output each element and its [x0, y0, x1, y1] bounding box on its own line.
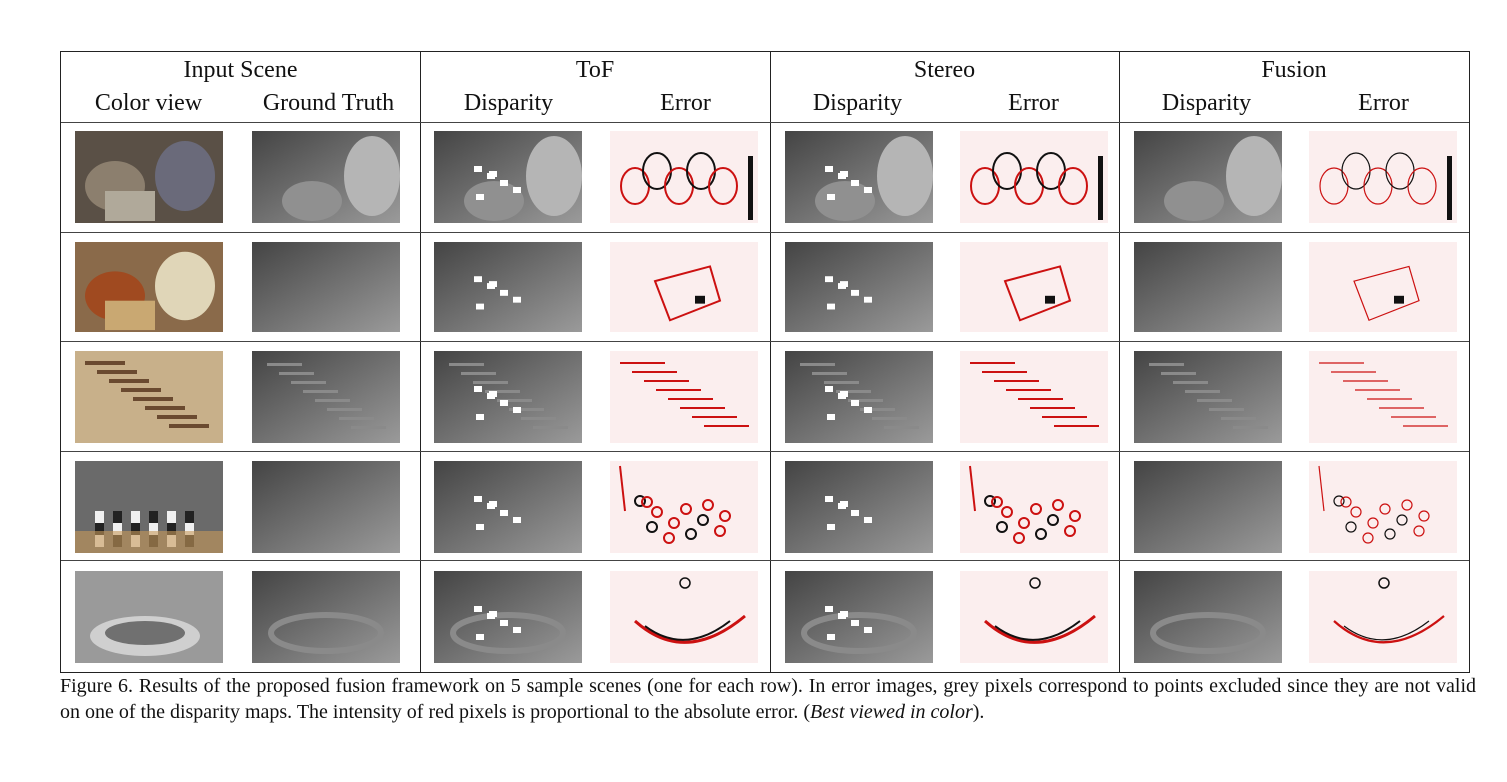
scene-5-disparity-image — [434, 571, 582, 663]
subtitle-fusion-error: Error — [1358, 90, 1409, 116]
scene-2-error-image — [1309, 242, 1457, 332]
row-divider — [61, 451, 1469, 452]
scene-4-color-view-image — [75, 461, 223, 553]
scene-2-disparity-image — [434, 242, 582, 332]
row-divider — [61, 341, 1469, 342]
caption-text: Results of the proposed fusion framework… — [60, 675, 1477, 723]
scene-4-error-image — [1309, 461, 1457, 553]
subtitle-color-view: Color view — [94, 90, 203, 116]
group-title-tof: ToF — [575, 57, 615, 83]
scene-3-ground-truth-image — [252, 351, 400, 443]
group-title-input-scene: Input Scene — [183, 57, 298, 83]
caption-emphasis: Best viewed in color — [810, 700, 973, 723]
caption-label: Figure 6. — [60, 675, 134, 697]
row-divider — [61, 232, 1469, 233]
group-divider — [770, 52, 771, 672]
scene-3-disparity-image — [434, 351, 582, 443]
group-title-fusion: Fusion — [1261, 57, 1327, 83]
header-divider — [61, 122, 1469, 123]
group-divider — [1119, 52, 1120, 672]
scene-4-disparity-image — [434, 461, 582, 553]
row-divider — [61, 560, 1469, 561]
scene-2-ground-truth-image — [252, 242, 400, 332]
group-divider — [420, 52, 421, 672]
scene-2-color-view-image — [75, 242, 223, 332]
scene-4-disparity-image — [1134, 461, 1282, 553]
scene-2-error-image — [960, 242, 1108, 332]
scene-1-error-image — [960, 131, 1108, 223]
subtitle-stereo-error: Error — [1008, 90, 1059, 116]
scene-3-disparity-image — [785, 351, 933, 443]
scene-1-error-image — [610, 131, 758, 223]
caption-end: ). — [972, 700, 985, 723]
scene-1-color-view-image — [75, 131, 223, 223]
subtitle-stereo-disparity: Disparity — [812, 90, 903, 116]
scene-2-error-image — [610, 242, 758, 332]
scene-4-ground-truth-image — [252, 461, 400, 553]
subtitle-tof-error: Error — [660, 90, 711, 116]
scene-1-error-image — [1309, 131, 1457, 223]
scene-1-disparity-image — [1134, 131, 1282, 223]
scene-3-error-image — [1309, 351, 1457, 443]
scene-4-error-image — [610, 461, 758, 553]
subtitle-fusion-disparity: Disparity — [1161, 90, 1252, 116]
scene-5-error-image — [610, 571, 758, 663]
scene-1-ground-truth-image — [252, 131, 400, 223]
scene-5-ground-truth-image — [252, 571, 400, 663]
scene-5-color-view-image — [75, 571, 223, 663]
results-figure-table: Input Scene ToF Stereo Fusion Color view… — [60, 51, 1470, 673]
scene-2-disparity-image — [785, 242, 933, 332]
subtitle-ground-truth: Ground Truth — [262, 90, 395, 116]
scene-5-disparity-image — [1134, 571, 1282, 663]
scene-3-color-view-image — [75, 351, 223, 443]
scene-3-error-image — [960, 351, 1108, 443]
scene-1-disparity-image — [785, 131, 933, 223]
scene-2-disparity-image — [1134, 242, 1282, 332]
scene-3-disparity-image — [1134, 351, 1282, 443]
scene-4-disparity-image — [785, 461, 933, 553]
scene-3-error-image — [610, 351, 758, 443]
scene-4-error-image — [960, 461, 1108, 553]
scene-5-disparity-image — [785, 571, 933, 663]
scene-5-error-image — [960, 571, 1108, 663]
group-title-stereo: Stereo — [913, 57, 976, 83]
figure-caption: Figure 6. Results of the proposed fusion… — [60, 674, 1476, 725]
scene-5-error-image — [1309, 571, 1457, 663]
subtitle-tof-disparity: Disparity — [463, 90, 554, 116]
scene-1-disparity-image — [434, 131, 582, 223]
